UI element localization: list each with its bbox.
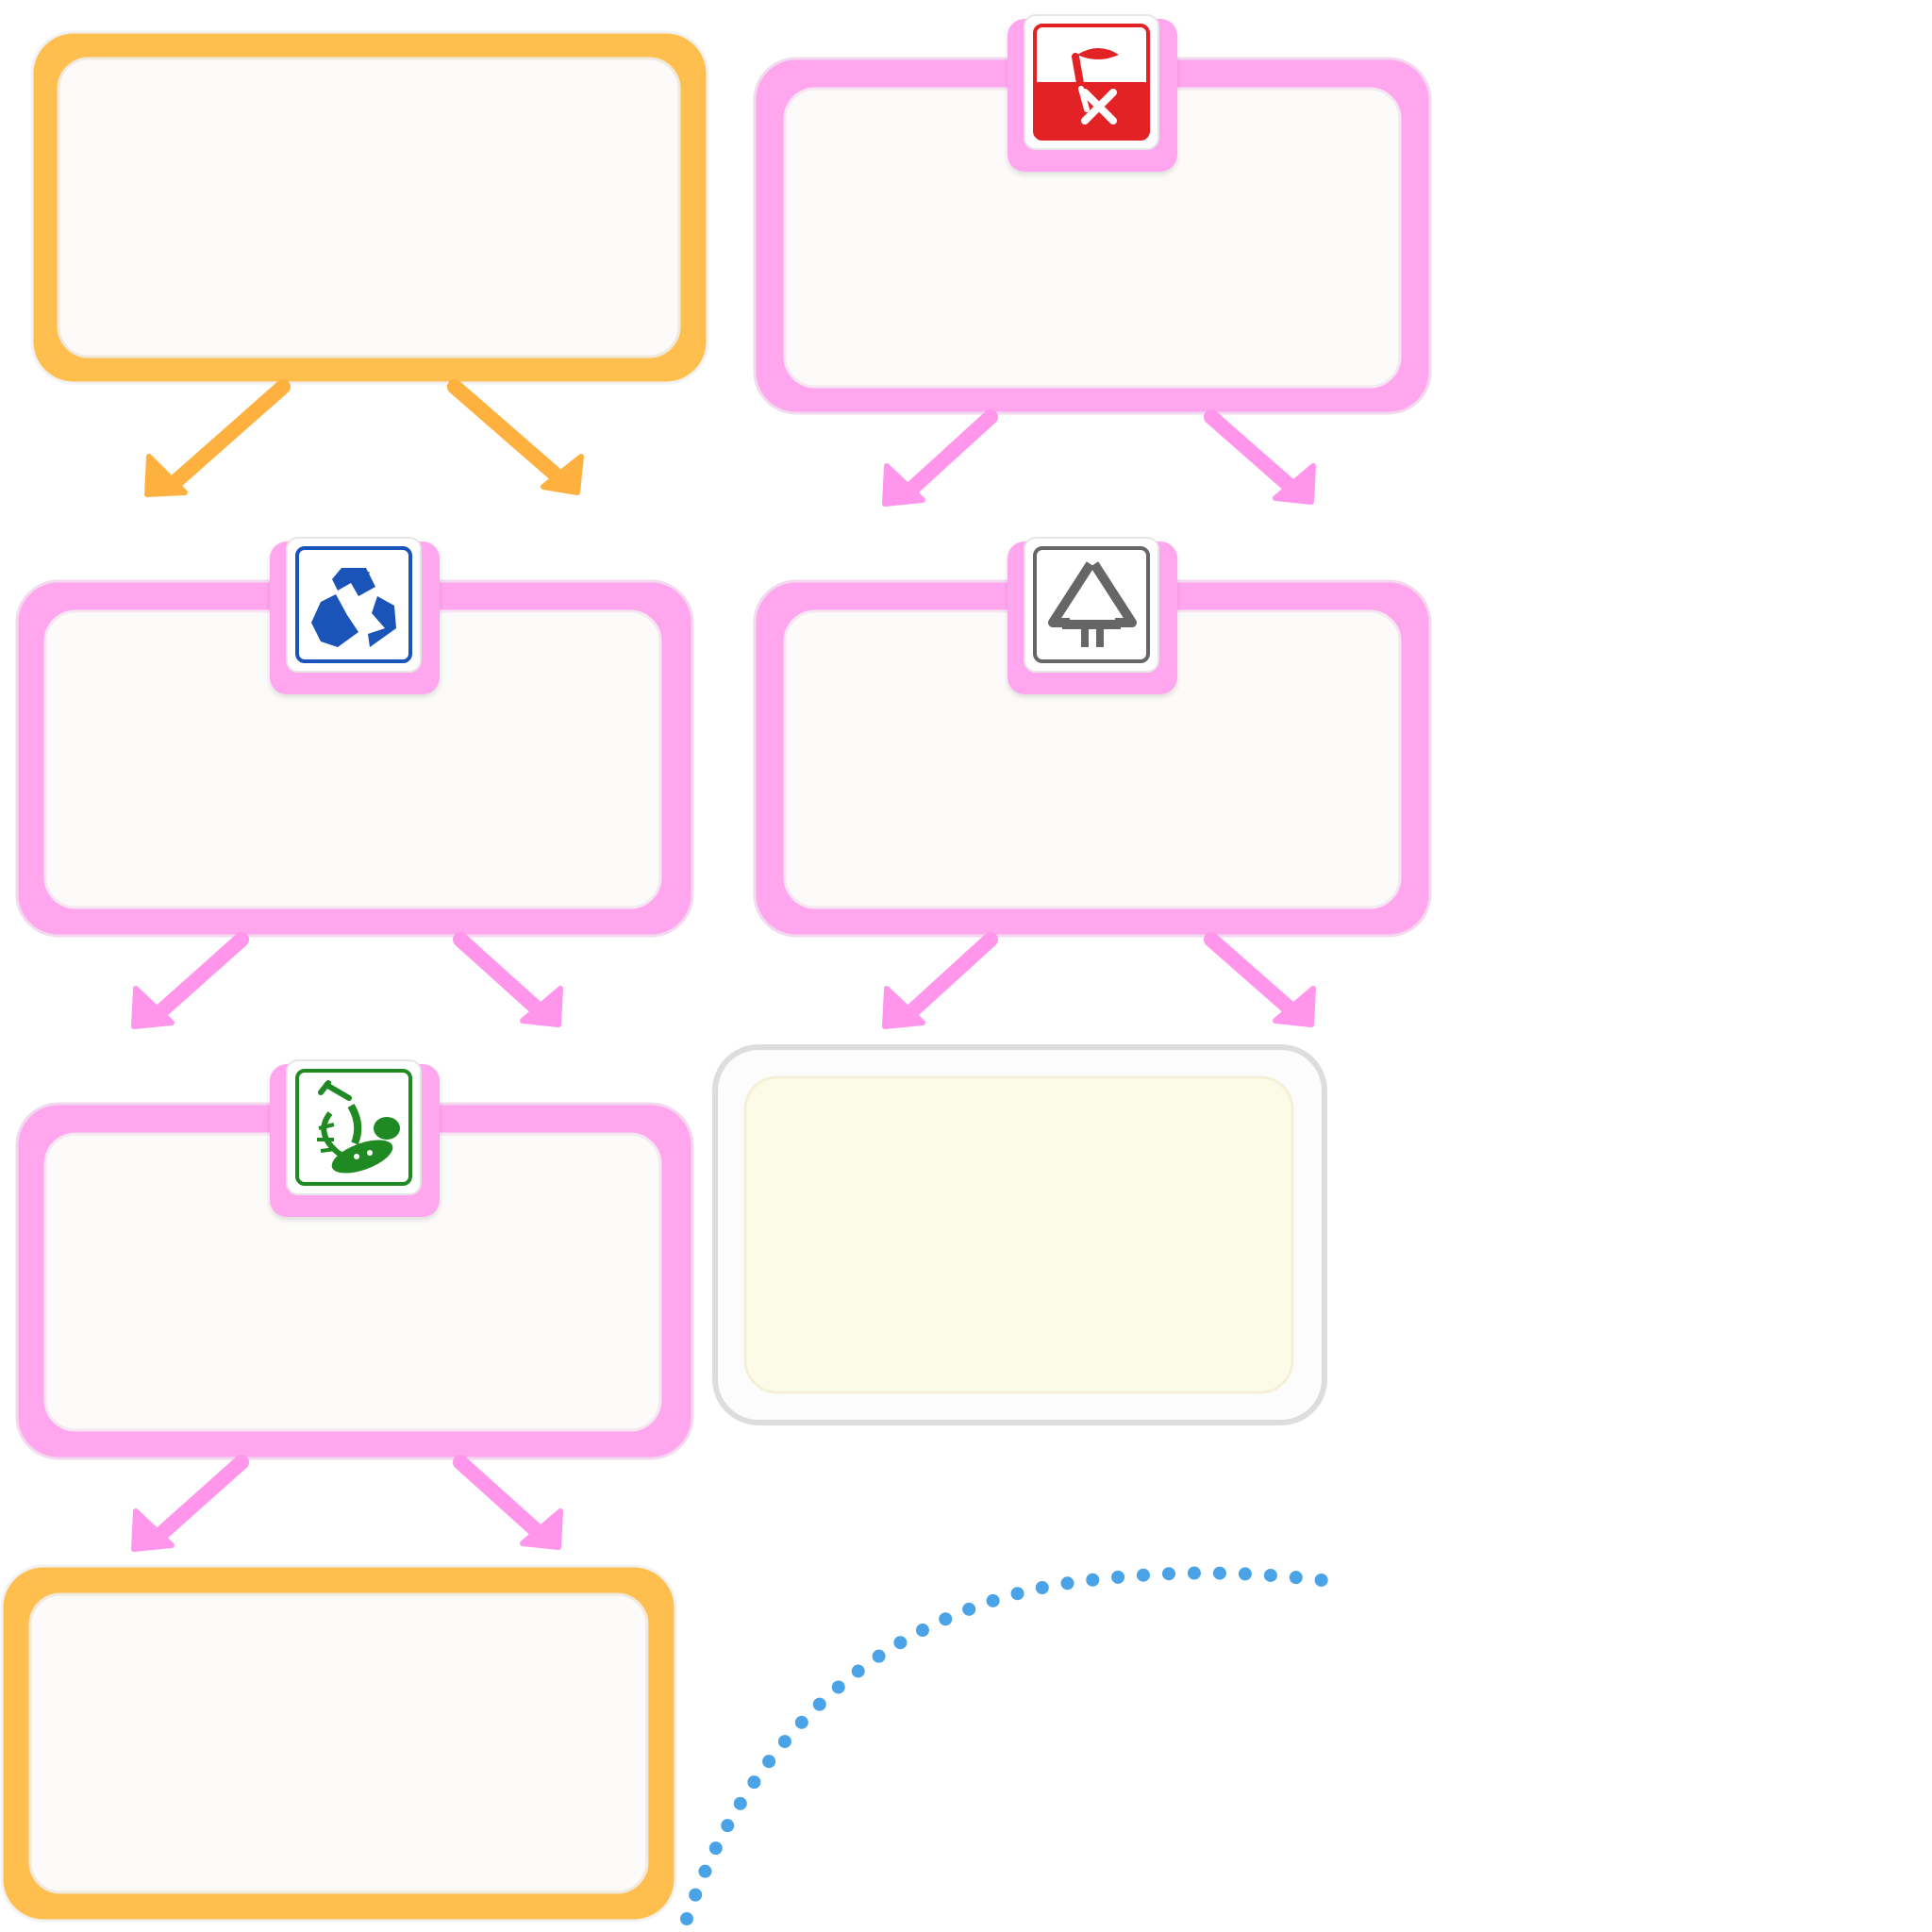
arrow-head-left: [882, 986, 925, 1029]
arrow-head-right: [1273, 986, 1316, 1027]
panel-top-left: [30, 30, 709, 385]
panel-bottom-left: [0, 1564, 677, 1923]
arrow-left: [898, 409, 998, 502]
arrow-head-right: [520, 1508, 563, 1550]
arrow-head-left: [131, 1508, 175, 1552]
food-waste-icon: [295, 1069, 412, 1186]
panel-recyclable: [15, 537, 694, 938]
panel-cream: [712, 1044, 1327, 1425]
arrow-pair: [144, 379, 584, 497]
dotted-curve: [680, 1566, 1337, 1925]
arrow-head-right: [520, 986, 563, 1027]
other-waste-icon: [1033, 546, 1150, 663]
arrow-right: [1204, 932, 1296, 1015]
arrow-head-right: [1273, 463, 1316, 505]
panel-food-waste: [15, 1059, 694, 1460]
arrow-right: [453, 932, 543, 1015]
arrow-left: [147, 932, 249, 1024]
arrow-head-left: [882, 463, 925, 507]
arrow-right: [447, 379, 564, 483]
hazardous-waste-icon: [1033, 24, 1150, 141]
panel-other-waste: [753, 537, 1432, 938]
arrow-head-left: [131, 986, 175, 1029]
arrow-head-right: [541, 454, 584, 495]
arrow-pair: [882, 932, 1316, 1029]
arrow-left: [147, 1455, 249, 1547]
panel-hazardous: [753, 14, 1432, 415]
arrow-left: [898, 932, 998, 1024]
arrow-pair: [131, 1455, 563, 1552]
arrow-right: [1204, 409, 1296, 492]
arrow-head-left: [144, 454, 188, 497]
arrow-right: [453, 1455, 543, 1538]
arrow-pair: [882, 409, 1316, 507]
arrow-left: [162, 379, 291, 494]
recyclable-waste-icon: [295, 546, 412, 663]
arrow-pair: [131, 932, 563, 1029]
